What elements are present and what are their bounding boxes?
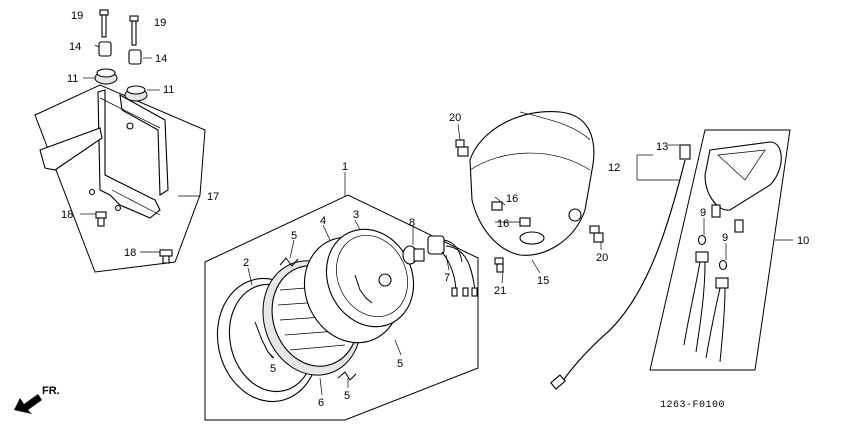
callout-11-right: 11 (163, 84, 174, 96)
callout-7: 7 (444, 272, 450, 284)
headlight-case (325, 228, 415, 328)
callout-19-left: 19 (71, 10, 83, 22)
headlight-cover (469, 110, 595, 256)
meter-bulb-socket-right (705, 259, 729, 363)
callout-12: 12 (608, 162, 620, 174)
callout-11-left: 11 (67, 73, 78, 85)
callout-19-right: 19 (154, 17, 166, 29)
callout-2: 2 (243, 257, 249, 269)
callout-10: 10 (797, 235, 809, 247)
callout-5-a: 5 (291, 230, 297, 242)
callout-6: 6 (318, 397, 324, 409)
bulb-socket (427, 235, 478, 297)
callout-9-left: 9 (700, 207, 706, 219)
spring-5-a (279, 257, 299, 267)
callout-14-right: 14 (155, 53, 167, 65)
callout-21: 21 (494, 285, 506, 297)
callout-18-lower: 18 (124, 247, 136, 259)
headlight-bracket (39, 89, 169, 219)
callout-1: 1 (342, 161, 348, 173)
spring-5-d (354, 274, 373, 304)
callout-13: 13 (656, 141, 668, 153)
speedometer-meter (704, 141, 782, 233)
grommet-11-right (124, 85, 148, 102)
direction-label: FR. (42, 385, 60, 397)
grommet-11-left (94, 68, 118, 85)
callout-5-b: 5 (397, 358, 403, 370)
callout-5-d: 5 (344, 390, 350, 402)
meter-bulb-socket-left (683, 234, 709, 353)
callout-20-right: 20 (596, 252, 608, 264)
callout-15: 15 (537, 275, 549, 287)
callout-4: 4 (320, 215, 326, 227)
callout-20-upper: 20 (449, 112, 461, 124)
speedometer-cable (550, 144, 691, 390)
bracket-group-outline (34, 84, 206, 273)
callout-17: 17 (207, 191, 219, 203)
diagram-code: 1263-F0100 (660, 400, 725, 411)
collar-14-left (98, 41, 112, 57)
spring-5-c (337, 371, 357, 381)
headlight-bulb (402, 245, 425, 265)
callout-3: 3 (353, 209, 359, 221)
bolt-18-lower (159, 249, 173, 264)
bolt-18-upper (95, 211, 107, 227)
callout-18-upper: 18 (61, 209, 73, 221)
front-direction-arrow-icon (14, 394, 42, 414)
screw-20-right (589, 225, 604, 243)
callout-5-c: 5 (270, 363, 276, 375)
callout-16-lower: 16 (497, 218, 509, 230)
spring-5-b (254, 321, 274, 359)
bolt-19-left (99, 9, 109, 38)
callout-9-right: 9 (722, 232, 728, 244)
bolt-19-right (129, 15, 139, 46)
callout-8: 8 (409, 217, 415, 229)
screw-21 (494, 257, 504, 273)
screw-20-upper (455, 139, 469, 157)
leader-lines (80, 44, 793, 396)
callout-16-upper: 16 (506, 193, 518, 205)
headlight-group-outline (204, 194, 479, 421)
callout-14-left: 14 (69, 41, 81, 53)
meter-group-outline (649, 129, 791, 371)
collar-14-right (128, 49, 142, 65)
callout-labels: 19 19 14 14 11 11 17 18 18 1 2 3 4 5 5 5… (61, 10, 809, 409)
